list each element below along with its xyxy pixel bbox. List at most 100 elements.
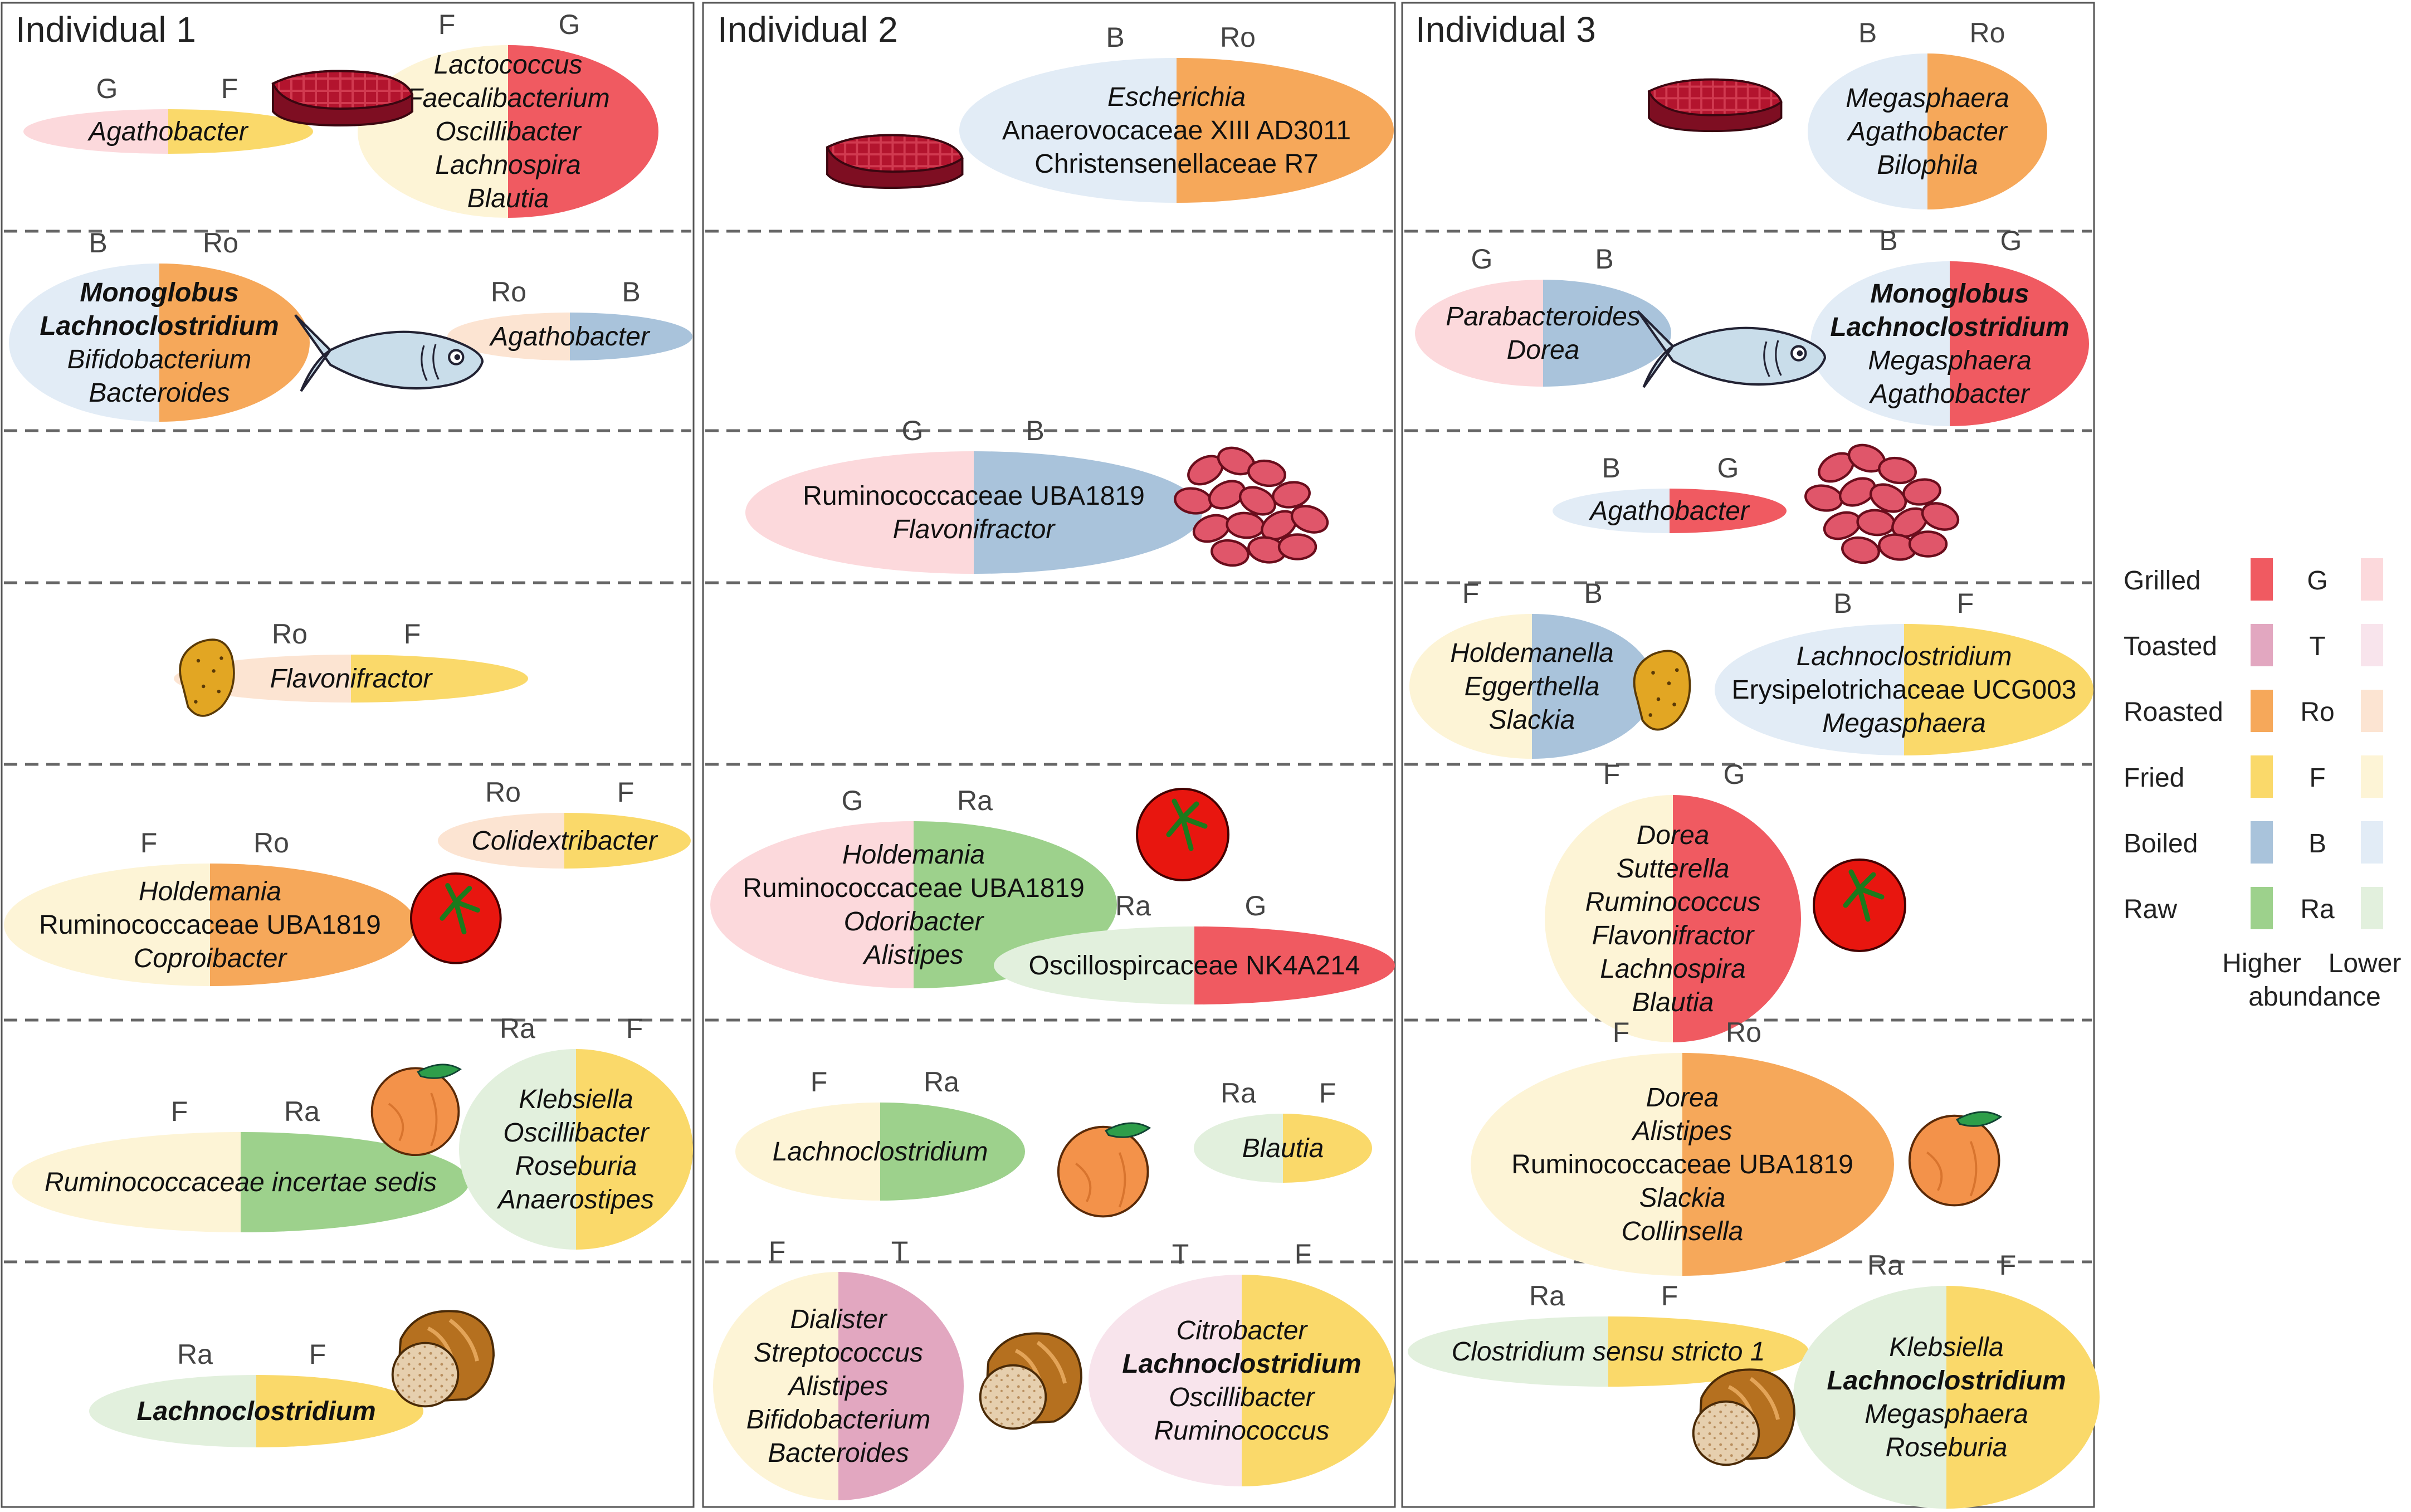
- orange-icon: [1908, 1111, 2003, 1207]
- ellipse-right-half: [1946, 1286, 2100, 1509]
- taxon-name: Ruminococcaceae UBA1819: [1511, 1150, 1853, 1179]
- taxon-name: Megasphaera: [1868, 346, 2032, 375]
- method-label-right: G: [559, 9, 580, 40]
- legend-swatch-lower: [2361, 690, 2383, 732]
- meat-icon: [826, 134, 964, 189]
- taxon-name: Bacteroides: [768, 1438, 909, 1468]
- taxon-name: Holdemanella: [1450, 638, 1614, 668]
- method-label-right: Ra: [924, 1066, 959, 1098]
- tomato-icon: [409, 872, 502, 964]
- taxon-name: Streptococcus: [754, 1338, 923, 1368]
- taxon-name: Lachnospira: [1600, 954, 1746, 984]
- beans-icon: [1174, 446, 1329, 567]
- fish-icon: [294, 314, 484, 392]
- legend-lower-label: Lower: [2329, 949, 2402, 978]
- taxon-name: Lachnoclostridium: [1797, 642, 2012, 671]
- taxon-name: Sutterella: [1617, 854, 1730, 884]
- taxon-name: Ruminococcus: [1154, 1416, 1330, 1446]
- method-label-left: Ro: [272, 618, 308, 650]
- taxon-name: Lachnoclostridium: [40, 311, 279, 341]
- method-label-right: G: [1245, 890, 1267, 921]
- taxon-name: Flavonifractor: [270, 664, 433, 694]
- method-label-right: F: [1319, 1077, 1336, 1109]
- method-label-left: F: [769, 1236, 786, 1267]
- bread-icon: [391, 1310, 495, 1408]
- row-separators: [4, 230, 2092, 1264]
- taxon-name: Lachnoclostridium: [1827, 1366, 2066, 1396]
- food-icons: [179, 70, 2003, 1466]
- legend-swatch-lower: [2361, 821, 2383, 864]
- taxon-name: Odoribacter: [844, 907, 985, 937]
- ellipse-left-half: [1793, 1286, 1946, 1509]
- taxon-name: Bifidobacterium: [67, 345, 252, 374]
- bread-icon: [1692, 1368, 1795, 1466]
- taxon-name: Oscillibacter: [1169, 1383, 1315, 1412]
- meat-icon: [1647, 78, 1783, 133]
- taxon-name: Ruminococcaceae UBA1819: [743, 874, 1085, 903]
- column-title-individual-1: Individual 1: [16, 9, 196, 50]
- taxon-name: Klebsiella: [1889, 1333, 2003, 1362]
- taxon-name: Bilophila: [1877, 150, 1978, 180]
- method-label-left: B: [1858, 17, 1877, 48]
- taxon-name: Lachnoclostridium: [1122, 1349, 1361, 1379]
- method-label-right: B: [622, 276, 640, 308]
- taxon-name: Agathobacter: [1868, 379, 2031, 409]
- taxon-name: Dialister: [790, 1305, 887, 1334]
- taxon-name: Ruminococcaceae UBA1819: [39, 910, 381, 940]
- legend-method-code: T: [2309, 632, 2325, 661]
- method-label-left: Ra: [1115, 890, 1151, 921]
- method-label-right: G: [1724, 759, 1745, 790]
- method-label-right: B: [1595, 243, 1613, 275]
- ellipse-right-half: [1242, 1275, 1395, 1486]
- method-label-left: F: [1462, 578, 1480, 609]
- taxon-name: Ruminococcaceae incertae sedis: [45, 1168, 437, 1197]
- taxon-name: Slackia: [1639, 1183, 1726, 1213]
- column-frame-individual-3: [1401, 2, 2095, 1508]
- legend-method-name: Grilled: [2124, 566, 2201, 596]
- legend-swatch-lower: [2361, 624, 2383, 666]
- taxon-name: Lachnoclostridium: [1830, 313, 2069, 342]
- column-title-individual-2: Individual 2: [718, 9, 898, 50]
- method-label-left: B: [1833, 588, 1852, 619]
- method-label-left: B: [89, 227, 107, 258]
- method-label-right: G: [1717, 452, 1739, 484]
- method-label-left: G: [842, 785, 863, 816]
- method-label-left: G: [1471, 243, 1493, 275]
- beans-icon: [1804, 443, 1960, 564]
- taxon-name: Monoglobus: [1870, 279, 2029, 309]
- taxon-name: Lachnoclostridium: [773, 1137, 988, 1167]
- taxon-name: Blautia: [467, 184, 549, 213]
- column-frame-individual-2: [702, 2, 1396, 1508]
- method-label-left: G: [96, 73, 118, 104]
- method-label-left: F: [171, 1096, 188, 1127]
- method-label-right: F: [626, 1013, 643, 1044]
- method-label-left: T: [1172, 1238, 1189, 1270]
- legend-swatch-higher: [2251, 821, 2273, 864]
- bread-icon: [979, 1332, 1082, 1430]
- taxon-name: Blautia: [1242, 1134, 1324, 1163]
- taxon-name: Monoglobus: [80, 278, 238, 308]
- method-label-right: Ro: [1970, 17, 2005, 48]
- fish-icon: [1637, 310, 1827, 388]
- method-label-left: Ra: [1221, 1077, 1256, 1109]
- tomato-icon: [1813, 859, 1906, 952]
- method-label-right: Ro: [253, 827, 289, 859]
- legend-method-name: Toasted: [2124, 632, 2217, 661]
- taxon-name: Bacteroides: [89, 378, 230, 408]
- method-label-left: F: [1613, 1017, 1630, 1048]
- legend-swatch-higher: [2251, 887, 2273, 929]
- legend-method-code: B: [2308, 829, 2326, 859]
- method-label-left: G: [902, 415, 924, 446]
- method-label-right: G: [2000, 225, 2022, 256]
- taxon-name: Megasphaera: [1822, 709, 1986, 738]
- method-label-left: B: [1106, 22, 1124, 53]
